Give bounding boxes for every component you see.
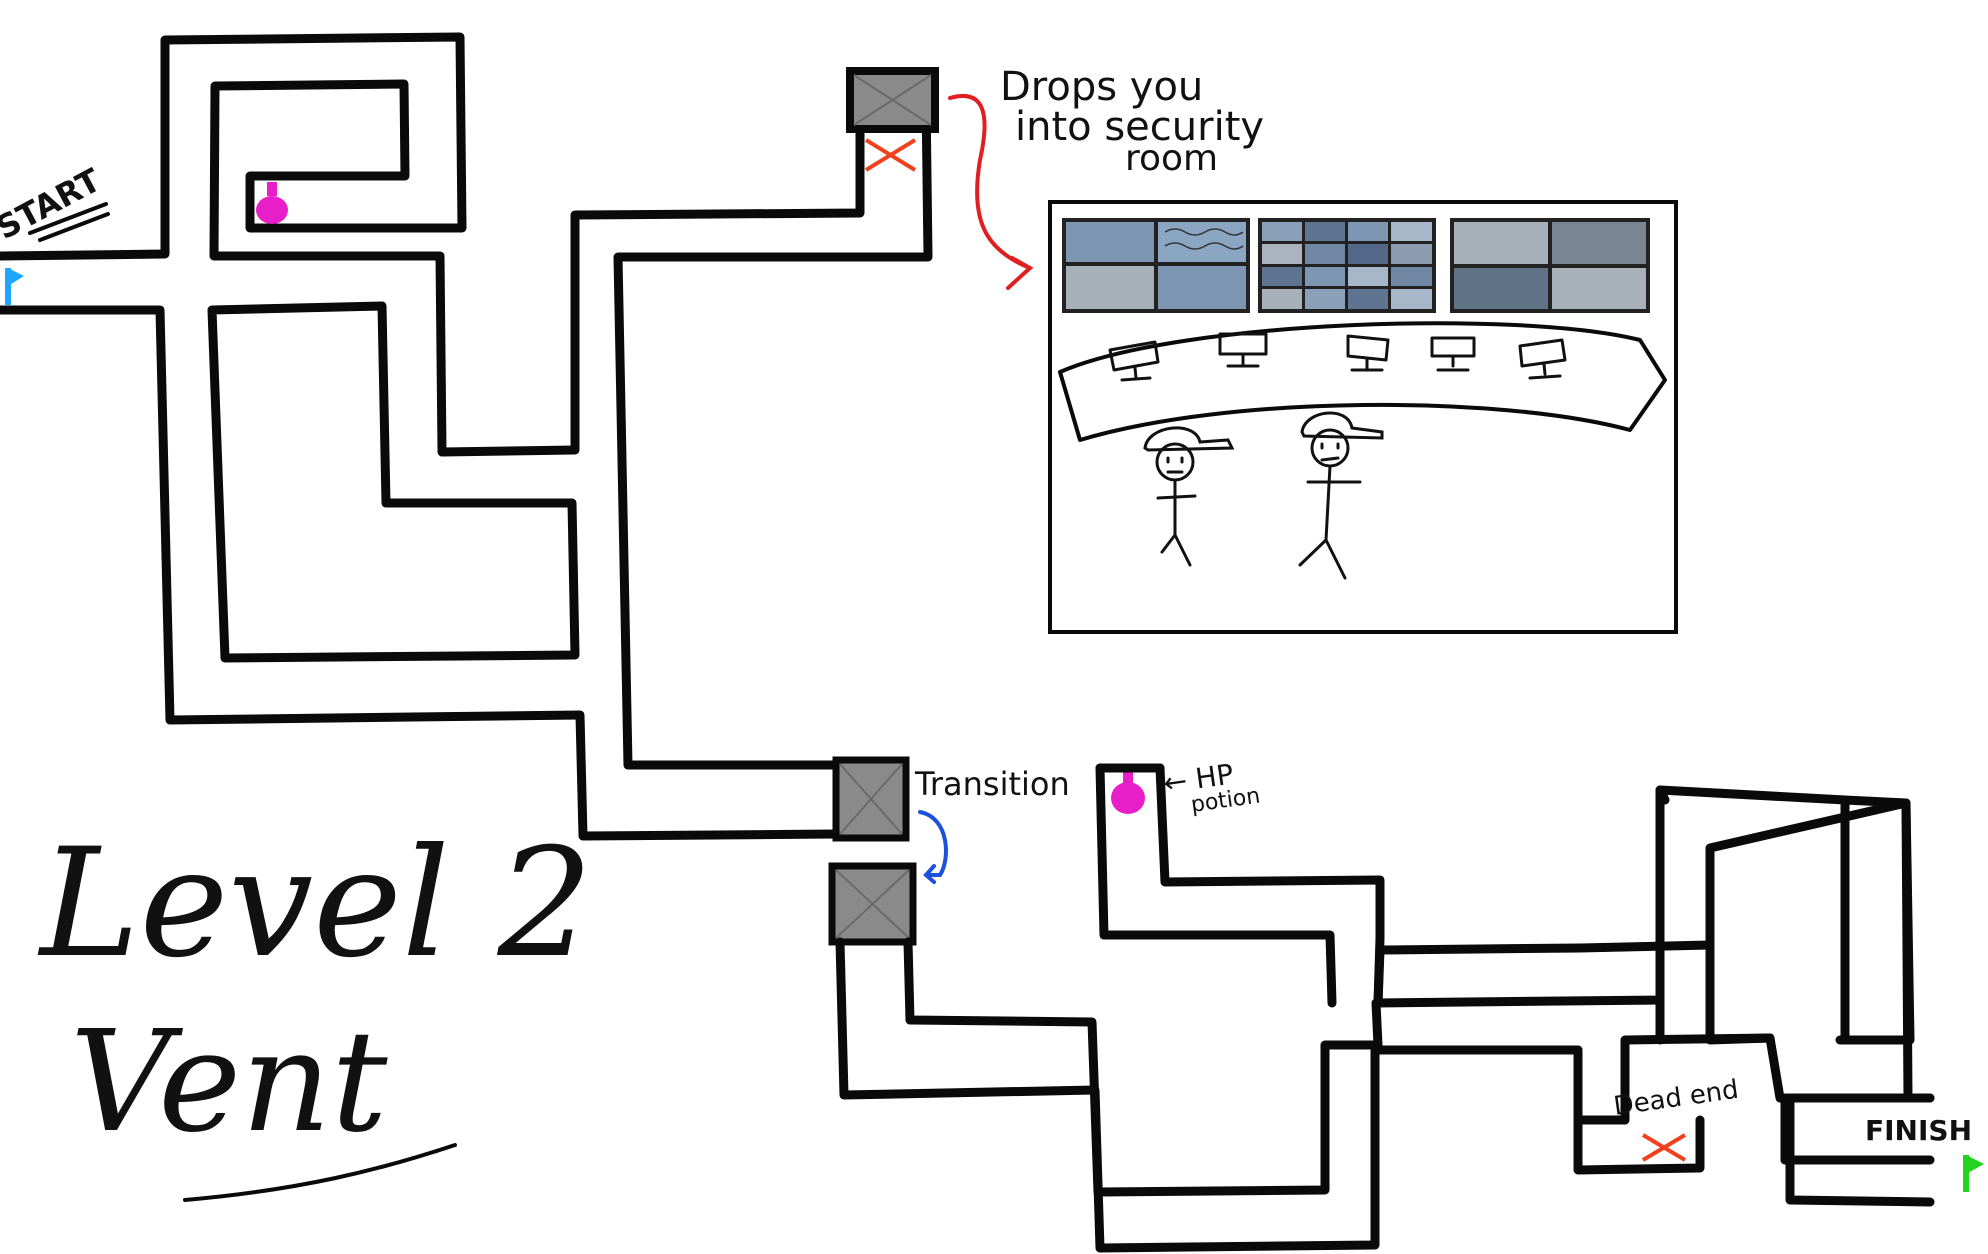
level-subtitle: Vent <box>70 1001 388 1164</box>
vent-hatch-icon[interactable] <box>846 67 939 133</box>
dead-end-label: Dead end <box>1612 1075 1741 1122</box>
guard-figure <box>1298 411 1384 580</box>
start-flag-icon <box>5 268 24 305</box>
vent-hatch-icon[interactable] <box>828 862 917 946</box>
transition-label: Transition <box>914 765 1070 803</box>
title-underline <box>183 1143 457 1202</box>
level-title: Level 2 <box>37 817 593 991</box>
monitor-wall-middle <box>1258 218 1436 313</box>
monitor-wall-left <box>1062 218 1250 313</box>
finish-label: FINISH <box>1865 1114 1972 1147</box>
drop-arrow <box>948 94 1034 290</box>
transition-arrow <box>918 810 948 884</box>
potion-icon <box>256 182 288 224</box>
potion-icon <box>1111 768 1145 814</box>
cross-icon <box>864 138 917 172</box>
security-room-illustration <box>1048 200 1678 634</box>
drop-note-line2: into security <box>1015 104 1264 150</box>
desk-monitors <box>1108 332 1567 382</box>
guard-figure <box>1143 426 1235 567</box>
monitor-wall-right <box>1450 218 1650 313</box>
drop-note-line1: Drops you <box>1000 64 1203 110</box>
lower-maze-walls <box>835 763 1935 1253</box>
cross-icon <box>1641 1133 1687 1162</box>
vent-hatch-icon[interactable] <box>832 756 910 842</box>
start-underline <box>28 202 110 242</box>
upper-maze-walls <box>0 32 933 841</box>
drop-note-line3: room <box>1125 138 1218 179</box>
finish-flag-icon <box>1963 1155 1984 1192</box>
